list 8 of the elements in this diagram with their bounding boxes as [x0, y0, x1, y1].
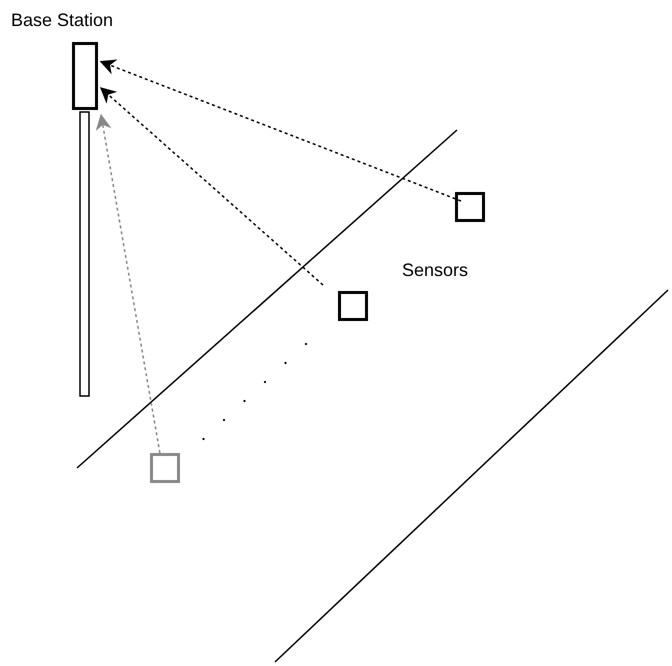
group-label: Sensors — [402, 260, 468, 281]
sensor-box — [338, 291, 368, 321]
sensor-box — [150, 453, 180, 483]
arrow — [100, 87, 324, 286]
arrow — [100, 59, 462, 202]
arrow — [96, 114, 161, 454]
sensor-box — [455, 192, 485, 222]
node-title: Base Station — [11, 10, 114, 31]
